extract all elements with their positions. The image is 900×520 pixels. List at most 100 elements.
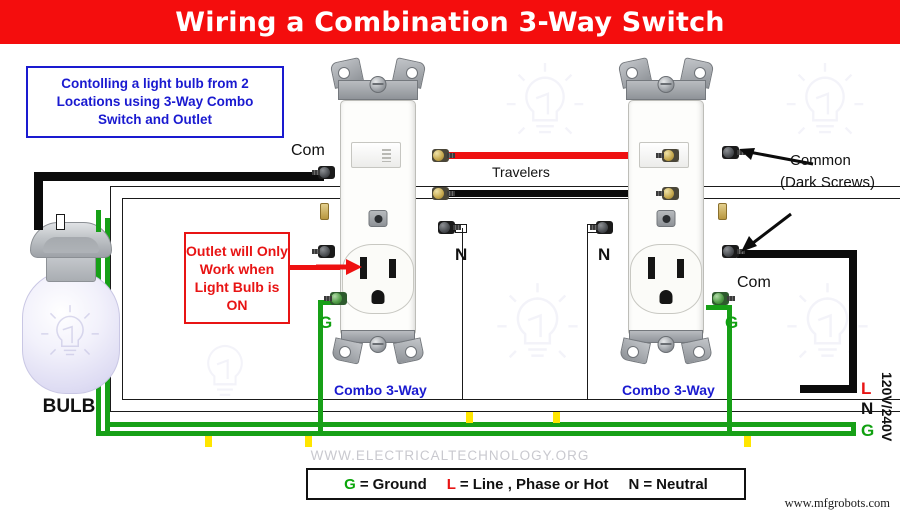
terminal-common-dark-left[interactable] (312, 166, 335, 179)
terminal-traveler-black-left[interactable] (432, 187, 455, 200)
hot-wire-bulb-to-left-com (34, 172, 324, 181)
terminal-common-dark-right[interactable] (722, 146, 745, 159)
hot-wire-right-com-to-supply (737, 250, 857, 258)
common-callout-arrow-icon (739, 148, 814, 166)
warning-box: Outlet will Only Work when Light Bulb is… (184, 232, 290, 324)
terminal-traveler-red-right[interactable] (656, 149, 679, 162)
terminal-neutral-right[interactable] (590, 221, 613, 234)
legend-key-n: N (628, 475, 640, 493)
bulb-lead-hot (34, 214, 43, 230)
label-com-right: Com (737, 274, 771, 291)
legend-value-line: Line , Phase or Hot (472, 475, 609, 493)
hot-wire-supply-drop (849, 250, 857, 388)
ground-stripe-marker (205, 436, 212, 447)
outlet-slot-ground (659, 290, 673, 304)
common-lower-callout-arrow-icon (741, 212, 792, 252)
title-banner: Wiring a Combination 3-Way Switch (0, 0, 900, 44)
outlet-receptacle[interactable] (630, 244, 702, 314)
strap-center-screw-icon (369, 76, 387, 93)
traveler-red-wire (447, 152, 669, 159)
switch-section[interactable] (340, 106, 416, 202)
legend-box: G = Ground L = Line , Phase or Hot N = N… (306, 468, 746, 500)
watermark-bulb-icon (506, 62, 584, 135)
ground-riser-left-device (318, 300, 323, 431)
bulb-lead-ground (96, 210, 101, 232)
watermark-url: www.mfgrobots.com (784, 496, 890, 510)
device-center-mount-hole (368, 210, 388, 227)
bulb-filament-icon (41, 305, 99, 356)
label-ground-right: G (725, 313, 739, 332)
outlet-slot-hot (677, 259, 684, 278)
ground-bus-lower (96, 431, 856, 436)
ground-stripe-marker (553, 412, 560, 423)
strap-screw-hole (694, 67, 706, 79)
strap-screw-hole (626, 67, 638, 79)
legend-key-l: L (446, 475, 456, 493)
outlet-slot-neutral (360, 257, 367, 279)
mounting-strap-top (329, 57, 427, 102)
strap-screw-hole (338, 67, 350, 79)
watermark-bulb-icon (787, 283, 868, 359)
legend-eq: = (643, 475, 653, 493)
label-common-title: Common (790, 152, 851, 169)
ground-stripe-marker (744, 436, 751, 447)
legend-eq: = (359, 475, 369, 493)
ground-riser-right-device (727, 305, 732, 431)
bulb-label: BULB (42, 396, 96, 417)
ground-stripe-marker (305, 436, 312, 447)
watermark-bulb-icon (786, 62, 864, 135)
strap-screw-hole (693, 346, 705, 358)
outlet-slot-hot (389, 259, 396, 278)
ground-to-supply (851, 422, 856, 436)
terminal-neutral-left[interactable] (438, 221, 461, 234)
legend-key-g: G (344, 475, 356, 493)
site-url: WWW.ELECTRICALTECHNOLOGY.ORG (310, 448, 590, 463)
watermark-bulb-icon (207, 344, 243, 396)
outlet-slot-neutral (648, 257, 655, 279)
label-neutral-right: N (598, 245, 611, 264)
strap-screw-hole (405, 346, 417, 358)
hot-wire-supply-tail (800, 385, 857, 393)
combo-device-left[interactable] (329, 57, 427, 388)
label-com-left: Com (291, 142, 325, 159)
label-supply-line: L (861, 379, 872, 398)
legend-item-line: L = Line , Phase or Hot (447, 476, 609, 493)
combo-device-right[interactable] (617, 57, 715, 388)
strap-center-screw-icon (657, 76, 675, 93)
legend-eq: = (459, 475, 469, 493)
page-title: Wiring a Combination 3-Way Switch (175, 6, 725, 38)
strap-center-screw-icon (657, 336, 675, 353)
hot-wire-bulb-drop (34, 172, 43, 224)
outlet-receptacle[interactable] (342, 244, 414, 314)
neutral-inner-frame (122, 198, 900, 400)
strap-screw-hole (339, 346, 351, 358)
device-center-mount-hole (656, 210, 676, 227)
traveler-black-wire (447, 190, 669, 197)
legend-item-neutral: N = Neutral (629, 476, 708, 493)
break-off-tab-left (320, 203, 329, 220)
terminal-outlet-hot-right[interactable] (722, 245, 745, 258)
ground-riser-right-device-stub (706, 305, 732, 310)
legend-value-ground: Ground (372, 475, 427, 493)
legend-value-neutral: Neutral (656, 475, 708, 493)
terminal-ground-green-left[interactable] (324, 292, 347, 305)
watermark-bulb-icon (497, 283, 578, 359)
label-common-subtitle: (Dark Screws) (780, 174, 876, 191)
ground-supply-tail (800, 431, 856, 436)
bulb-lead-neutral (56, 214, 65, 230)
switch-toggle[interactable] (351, 142, 401, 168)
label-ground-left: G (319, 313, 333, 332)
info-box: Contolling a light bulb from 2 Locations… (26, 66, 284, 138)
terminal-traveler-red-left[interactable] (432, 149, 455, 162)
terminal-ground-green-right[interactable] (712, 292, 735, 305)
terminal-outlet-hot-left[interactable] (312, 245, 335, 258)
strap-screw-hole (627, 346, 639, 358)
terminal-traveler-black-right[interactable] (656, 187, 679, 200)
bulb-glass (22, 270, 120, 394)
mounting-strap-bottom (619, 330, 713, 365)
ground-stripe-marker (466, 412, 473, 423)
info-box-text: Contolling a light bulb from 2 Locations… (56, 76, 254, 127)
device-name-left: Combo 3-Way (334, 382, 427, 398)
label-neutral-left: N (455, 245, 468, 264)
